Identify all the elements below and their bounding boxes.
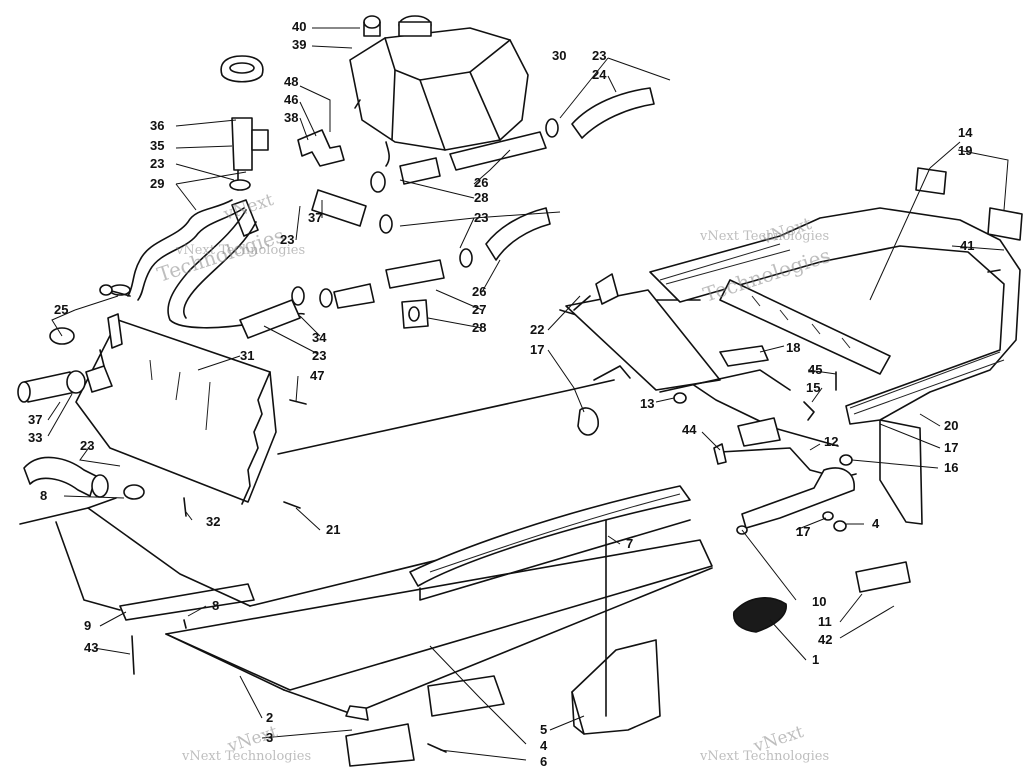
pad-5 [427, 675, 505, 717]
radiator-panel [75, 319, 277, 505]
callout-3: 5 [540, 722, 547, 737]
callout-17: 4 [872, 516, 880, 531]
callout-5: 4 [540, 738, 548, 753]
callout-28: 28 [474, 190, 488, 205]
curved-hoses [127, 199, 305, 339]
callout-37: 33 [28, 430, 42, 445]
callout-30: 31 [240, 348, 254, 363]
watermark-line: vNext Technologies [181, 749, 311, 764]
callout-23: 23 [150, 156, 164, 171]
callout-8: 32 [206, 514, 220, 529]
chassis [19, 299, 923, 721]
line-art [17, 15, 1023, 767]
callout-10: 11 [818, 614, 832, 629]
callout-35: 35 [150, 138, 164, 153]
callout-12: 20 [944, 418, 958, 433]
leader-lines [47, 27, 1009, 761]
plate-2 [345, 723, 415, 767]
rear-bumper [649, 207, 1021, 425]
callout-labels: 40 39 36 35 23 29 48 46 38 23 24 26 28 2… [28, 19, 974, 768]
callout-38: 38 [284, 110, 298, 125]
callout-37: 23 [280, 232, 294, 247]
callout-33: 23 [80, 438, 94, 453]
callout-19: 41 [960, 238, 974, 253]
decal-22 [577, 407, 599, 436]
callout-23: 37 [308, 210, 322, 225]
callout-23: 23 [592, 48, 606, 63]
callout-39: 39 [292, 37, 306, 52]
callout-23: 8 [40, 488, 47, 503]
reflector-13 [915, 167, 947, 195]
left-fittings [17, 284, 145, 500]
callout-17: 13 [640, 396, 654, 411]
callout-16: 17 [796, 524, 810, 539]
callout-18: 45 [808, 362, 822, 377]
callout-22: 17 [530, 342, 544, 357]
callout-44: 12 [824, 434, 838, 449]
callout-28: 34 [312, 330, 327, 345]
callout-46: 46 [284, 92, 298, 107]
upper-hoses [291, 87, 655, 329]
callout-4: 6 [540, 754, 547, 768]
callout-29: 29 [150, 176, 164, 191]
callout-23: 23 [474, 210, 488, 225]
callout-42: 1 [812, 652, 819, 667]
callout-25: 26 [472, 284, 486, 299]
callout-27: 28 [472, 320, 486, 335]
callout-17: 16 [944, 460, 958, 475]
emblem-42 [732, 597, 787, 633]
callout-11: 42 [818, 632, 832, 647]
callout-20: 17 [944, 440, 958, 455]
callout-26: 27 [472, 302, 486, 317]
callout-4: 7 [626, 536, 633, 551]
callout-23: 25 [54, 302, 68, 317]
callout-26: 26 [474, 175, 488, 190]
running-board [565, 273, 791, 393]
callout-45: 15 [806, 380, 820, 395]
watermark-line: vNext Technologies [699, 229, 829, 244]
callout-24: 24 [592, 67, 607, 82]
callout-31: 47 [310, 368, 324, 383]
callout-14: 19 [958, 143, 972, 158]
t-fitting [297, 129, 345, 167]
watermark-line: vNext Technologies [699, 749, 829, 764]
callout-43: 10 [812, 594, 826, 609]
bracket-3 [571, 639, 661, 735]
callout-32: 21 [326, 522, 340, 537]
callout-47: 37 [28, 412, 42, 427]
callout-48: 48 [284, 74, 298, 89]
callout-36: 36 [150, 118, 164, 133]
callout-13: 14 [958, 125, 973, 140]
callout-2: 3 [266, 730, 273, 745]
callout-40: 40 [292, 19, 306, 34]
callout-34: 23 [312, 348, 326, 363]
coolant-tank [349, 15, 529, 167]
reflector-14 [987, 207, 1023, 241]
callout-21: 22 [530, 322, 544, 337]
reflector-10 [855, 561, 911, 593]
callout-9: 8 [212, 598, 219, 613]
callout-7: 9 [84, 618, 91, 633]
callout-8: 43 [84, 640, 98, 655]
block-15 [737, 417, 781, 447]
callout-41: 18 [786, 340, 800, 355]
filler-neck-assembly [220, 55, 269, 237]
callout-1: 2 [266, 710, 273, 725]
callout-15: 44 [682, 422, 697, 437]
watermark-line: vNext Technologies [175, 243, 305, 258]
callout-23: 30 [552, 48, 566, 63]
